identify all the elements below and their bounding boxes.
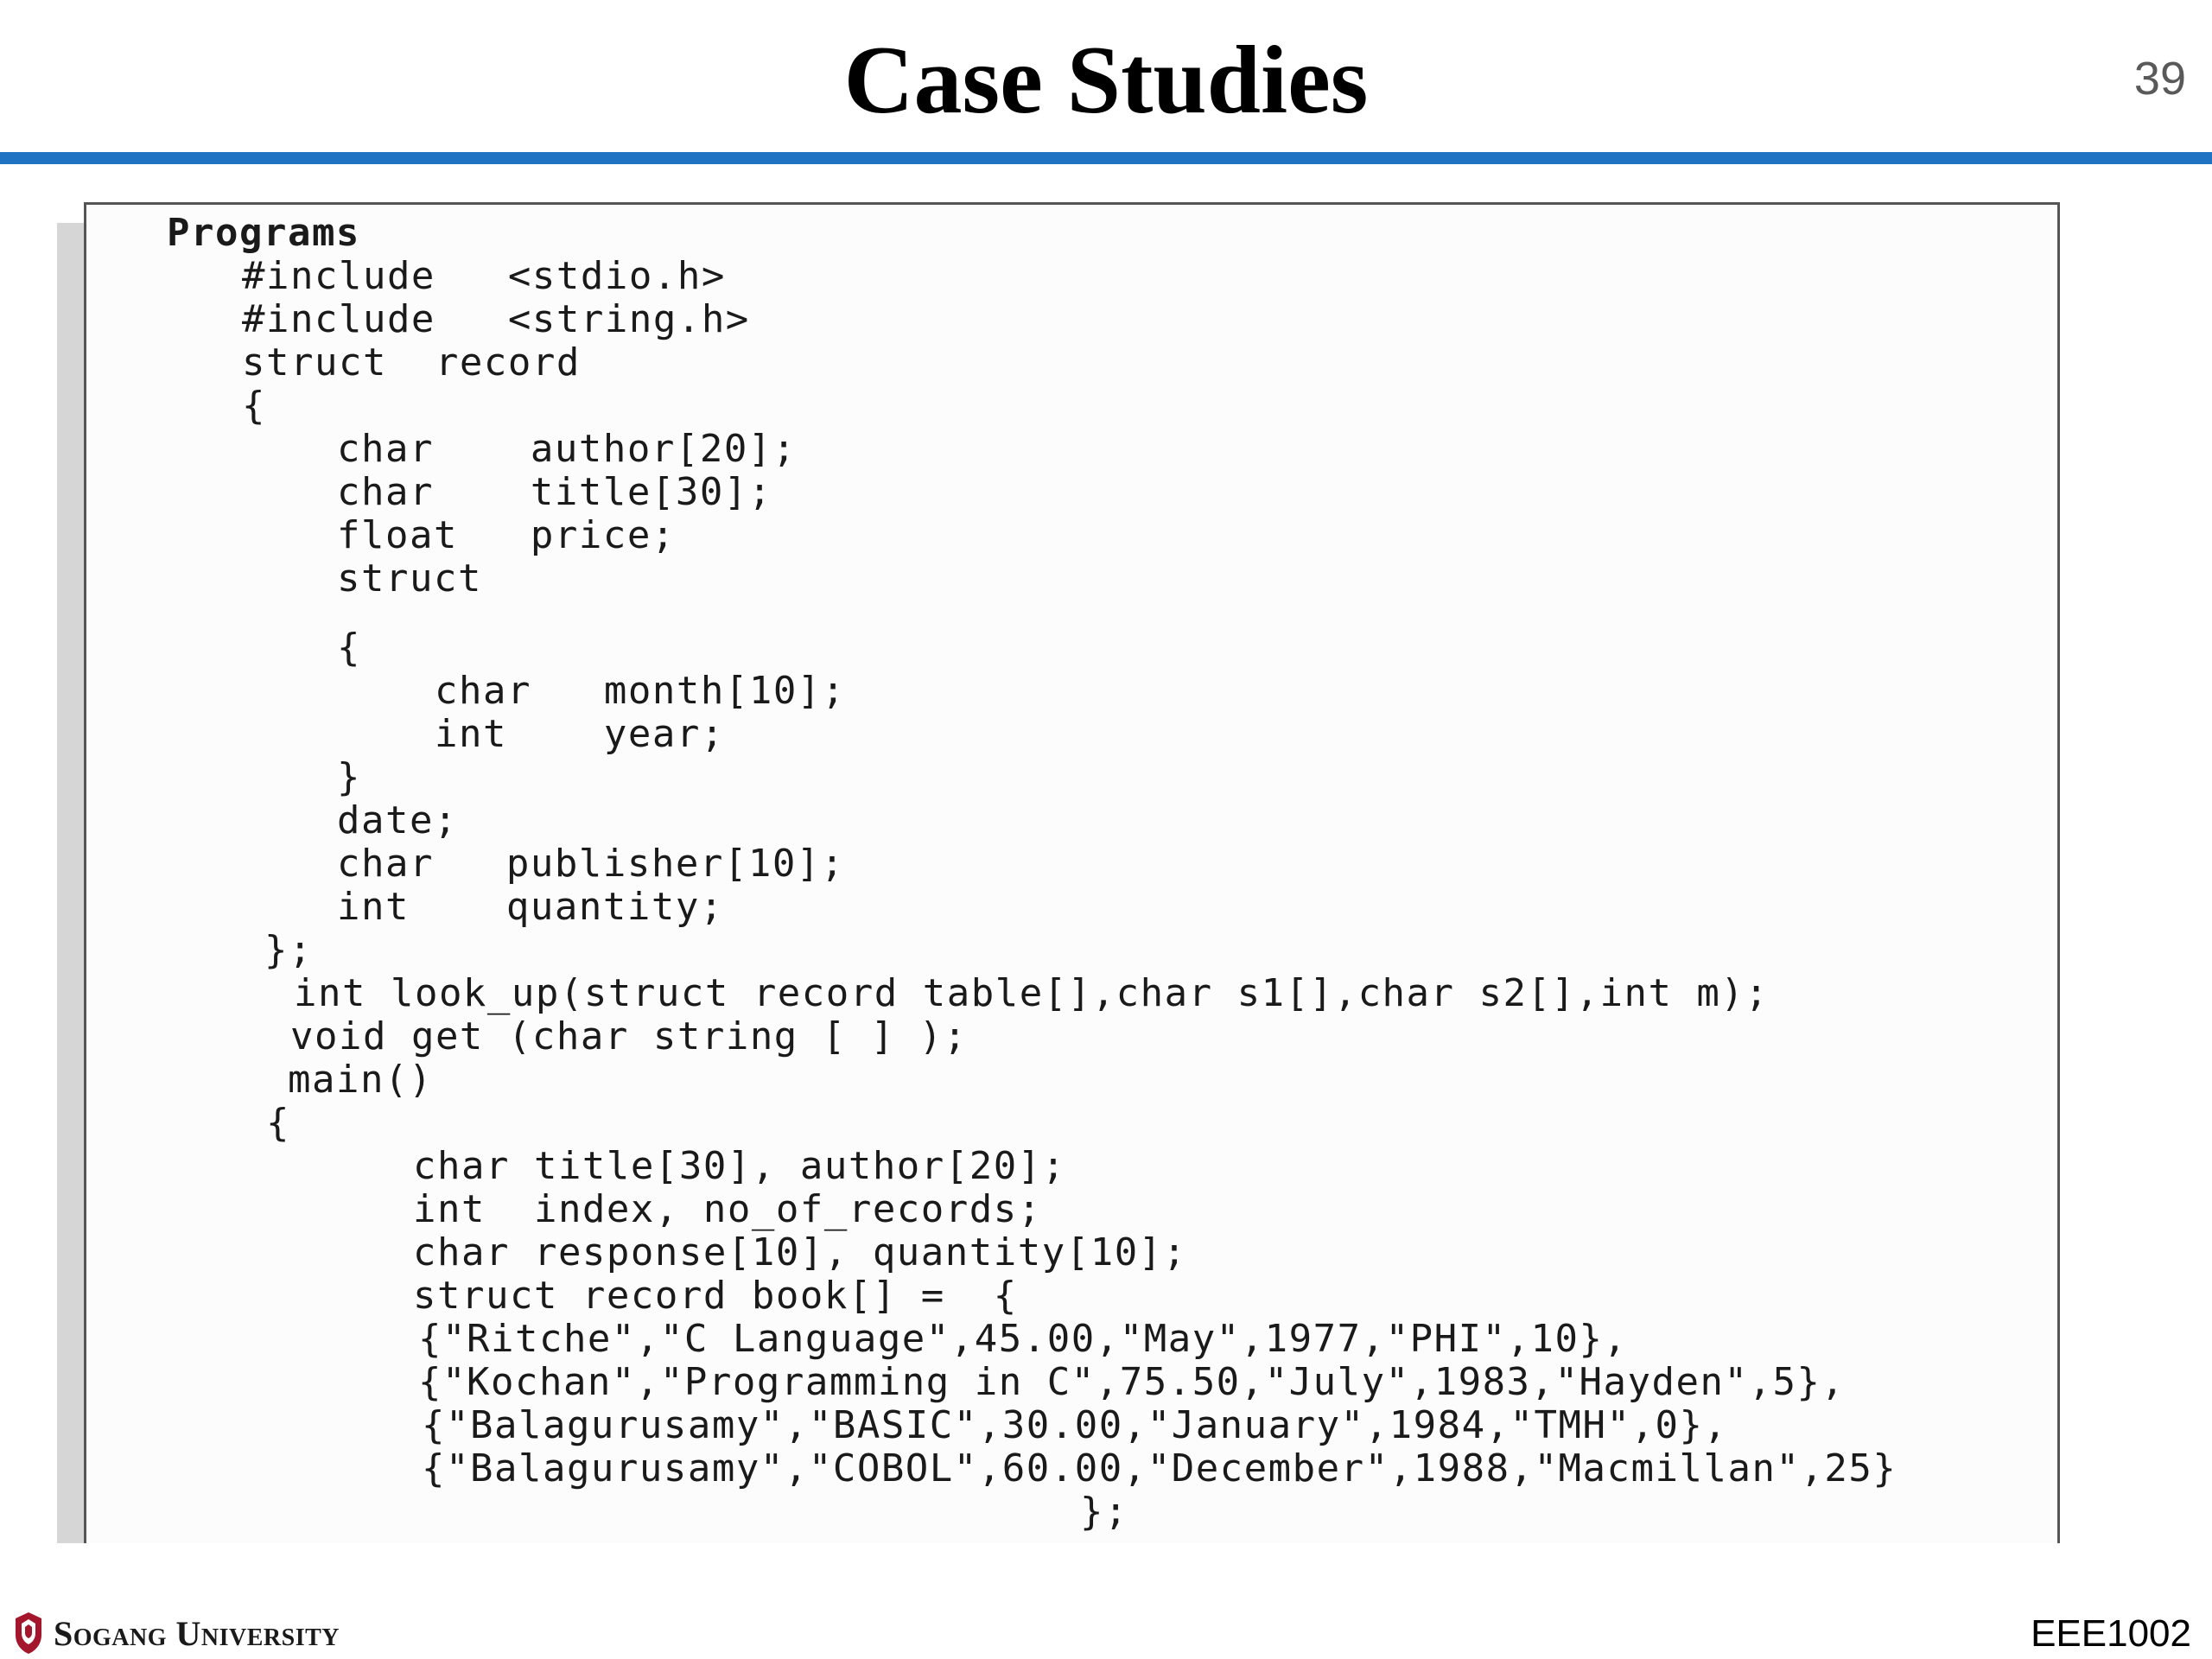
code-line: main() (288, 1058, 433, 1102)
code-line: char month[10]; (435, 669, 846, 713)
code-line: {"Kochan","Programming in C",75.50,"July… (418, 1360, 1846, 1404)
university-name: Sogang University (54, 1613, 340, 1653)
code-line: #include <string.h> (242, 297, 750, 341)
code-line: {"Ritche","C Language",45.00,"May",1977,… (418, 1317, 1628, 1361)
slide-title: Case Studies (843, 27, 1369, 134)
code-box-shadow (57, 223, 85, 1543)
code-line: char title[30], author[20]; (413, 1144, 1066, 1188)
code-line: char title[30]; (337, 470, 772, 514)
code-line: { (266, 1101, 290, 1145)
code-line: { (242, 384, 266, 428)
code-line: char author[20]; (337, 427, 797, 471)
code-line: struct record book[] = { (413, 1274, 1018, 1318)
code-line: {"Balagurusamy","COBOL",60.00,"December"… (422, 1446, 1897, 1491)
code-line: struct record (242, 340, 581, 385)
code-line: #include <stdio.h> (242, 254, 726, 298)
code-heading: Programs (167, 211, 360, 255)
code-line: float price; (337, 513, 676, 557)
code-line: int year; (435, 712, 725, 756)
code-line: { (337, 626, 361, 670)
code-line: char publisher[10]; (337, 842, 845, 886)
code-line: }; (1080, 1490, 1128, 1534)
code-line: int look_up(struct record table[],char s… (294, 971, 1770, 1015)
page-number: 39 (2133, 53, 2186, 105)
university-emblem-icon (16, 1612, 41, 1654)
course-code: EEE1002 (2031, 1612, 2191, 1655)
code-line: } (337, 755, 361, 799)
university-logo: Sogang University (12, 1611, 340, 1656)
code-listing-box: Programs #include <stdio.h> #include <st… (84, 202, 2060, 1543)
code-line: {"Balagurusamy","BASIC",30.00,"January",… (422, 1403, 1728, 1447)
code-line: }; (264, 928, 313, 972)
code-line: date; (337, 798, 458, 842)
code-line: char response[10], quantity[10]; (413, 1230, 1187, 1274)
code-line: int index, no_of_records; (413, 1187, 1042, 1231)
code-line: void get (char string [ ] ); (290, 1014, 968, 1058)
code-line: struct (337, 556, 482, 601)
title-divider (0, 152, 2212, 164)
code-line: int quantity; (337, 885, 724, 929)
